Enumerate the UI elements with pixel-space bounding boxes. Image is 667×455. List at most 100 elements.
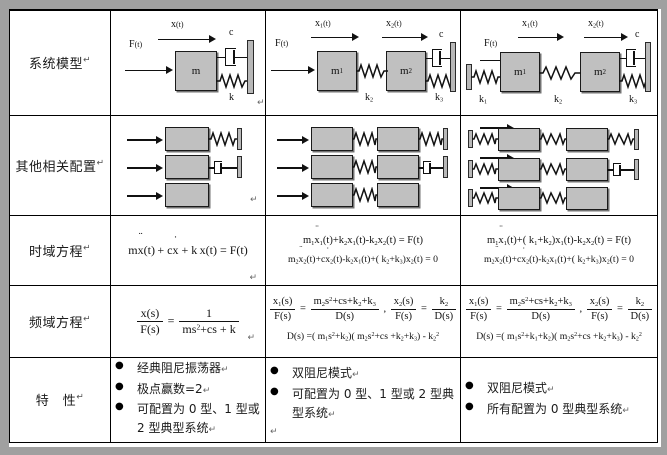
cr-mark: ↵ xyxy=(328,410,336,421)
window-frame-bottom xyxy=(0,447,667,455)
label-f-t: F(t) xyxy=(275,37,289,49)
cr-mark: ↵ xyxy=(250,195,258,205)
cr-mark: ↵ xyxy=(208,425,216,436)
label-k2: k2 xyxy=(365,91,374,104)
label-x2-t: x2(t) xyxy=(386,17,402,30)
spring-k xyxy=(216,72,250,90)
wall-a xyxy=(443,128,448,150)
list-item-text: 经典阻尼振荡器 xyxy=(137,361,222,376)
damper-rod-right-b xyxy=(220,167,237,169)
spring-a1 xyxy=(539,132,567,146)
x2-arrow-line xyxy=(382,36,422,39)
window-frame-left xyxy=(0,0,9,455)
window-frame-top xyxy=(0,0,667,9)
row-label-text: 系统模型 xyxy=(28,57,83,73)
force-arrow-line xyxy=(271,69,309,72)
x1-arrow-head xyxy=(352,33,359,42)
fraction-denominator: D(s) xyxy=(531,311,551,323)
arrow-line-c xyxy=(480,187,508,189)
list-item-text: 双阻尼模式 xyxy=(292,366,353,381)
cell-features-1dof: 经典阻尼振荡器↵ 极点赢数=2↵ 可配置为 0 型、1 型或 2 型典型系统↵ xyxy=(110,356,266,443)
cell-freq-eq-2dof-free: x1(s) F(s) = m2s2+cs+k2+k3 D(s) , x2(s) … xyxy=(265,284,461,358)
cr-mark: ↵ xyxy=(249,272,257,283)
arrow-line-c xyxy=(277,195,303,197)
displacement-arrow-line xyxy=(158,38,210,41)
list-item: 所有配置为 0 型典型系统↵ xyxy=(461,398,657,419)
equation-freq-2-transfers: x1(s) F(s) = m2s2+cs+k2+k3 D(s) , x2(s) … xyxy=(266,295,460,323)
fraction-x1-rhs: m2s2+cs+k2+k3 D(s) xyxy=(506,295,575,323)
cell-freq-eq-1dof: x(s) F(s) = 1 ms2+cs + k ↵ xyxy=(110,284,266,358)
equals-sign: = xyxy=(616,303,623,315)
list-item-text: 可配置为 0 型、1 型或 2 型典型系统 xyxy=(137,402,260,436)
cr-mark: ↵ xyxy=(82,243,92,254)
arrow-head-c xyxy=(156,191,163,200)
fraction-transfer: 1 ms2+cs + k xyxy=(179,306,239,337)
comparison-table: 系统模型↵ x(t) F(t) m c xyxy=(9,9,658,443)
mass-block-b xyxy=(165,155,209,179)
label-c: c xyxy=(229,26,234,38)
cr-mark: ↵ xyxy=(257,97,265,108)
fraction-numerator: x2(s) xyxy=(390,295,417,311)
equation-time-3-line2: m2x2(t)+cx2(t)-k2x1(t)+( k2+k3)x2(t) = 0 xyxy=(461,251,657,269)
damper-rod-right xyxy=(439,57,451,60)
fraction-denominator: F(s) xyxy=(395,311,412,323)
row-label-time-domain: 时域方程↵ xyxy=(9,214,111,286)
table-row: 时域方程↵ mx(t) + cx + k x(t) = F(t) ↵ m1x1(… xyxy=(9,214,658,286)
spring-c0 xyxy=(472,191,498,205)
cr-mark: ↵ xyxy=(96,158,105,169)
fraction-numerator: x(s) xyxy=(137,306,163,322)
spring-b1 xyxy=(539,162,567,176)
spring-b1 xyxy=(352,159,378,175)
cell-model-1dof: x(t) F(t) m c xyxy=(110,9,266,116)
equation-time-1: mx(t) + cx + k x(t) = F(t) xyxy=(111,239,265,262)
force-arrow-head xyxy=(166,66,173,75)
label-k2: k2 xyxy=(554,93,563,106)
table-row: 其他相关配置↵ xyxy=(9,114,658,216)
spring-a2 xyxy=(607,132,635,146)
cell-time-eq-2dof-free: m1x1(t)+k2x1(t)-k2x2(t) = F(t) m2x2(t)+c… xyxy=(265,214,461,286)
label-f-t: F(t) xyxy=(484,37,498,49)
label-k: k xyxy=(229,91,234,103)
fraction-numerator: x1(s) xyxy=(269,295,296,311)
fraction-denominator: F(s) xyxy=(591,311,608,323)
label-k1: k1 xyxy=(479,93,488,106)
cr-mark: ↵ xyxy=(247,332,255,343)
row-label-text: 时域方程 xyxy=(28,244,83,260)
mass-block-a xyxy=(165,127,209,151)
list-item-text: 可配置为 0 型、1 型或 2 型典型系统 xyxy=(292,386,454,421)
damper-rod-left-b xyxy=(418,167,425,169)
damper-rod-left-b xyxy=(607,169,615,171)
force-arrow-line xyxy=(480,59,518,62)
mass-block-b2 xyxy=(377,155,419,179)
mass-block-b2 xyxy=(566,158,608,181)
equals-sign: = xyxy=(420,303,427,315)
fraction-numerator: x1(s) xyxy=(465,295,492,311)
label-k3: k3 xyxy=(629,93,638,106)
list-item: 经典阻尼振荡器↵ xyxy=(111,358,265,378)
fraction-denominator: ms2+cs + k xyxy=(182,321,236,336)
mass-block-b1 xyxy=(311,155,353,179)
equation-freq-3-ds: D(s) =( m1s2+k1+k2)( m2s2+cs +k2+k3) - k… xyxy=(476,331,642,343)
arrow-head-a xyxy=(302,135,309,144)
fraction-x2-rhs: k2 D(s) xyxy=(431,295,457,323)
mass-block-m: m xyxy=(175,50,217,91)
row-label-text: 特 性 xyxy=(35,394,77,409)
cell-config-2dof-grounded xyxy=(460,114,658,216)
window-frame-right xyxy=(661,0,667,455)
fraction-denominator: F(s) xyxy=(274,311,292,323)
cr-mark: ↵ xyxy=(352,370,360,381)
cr-mark: ↵ xyxy=(82,55,92,66)
fraction-x1s-fs: x1(s) F(s) xyxy=(269,295,296,323)
wall-right-a xyxy=(634,129,639,150)
arrow-line-a xyxy=(480,127,508,129)
arrow-head-a xyxy=(507,123,514,132)
config-diagram-2dof-free xyxy=(267,117,459,213)
ground-wall-right xyxy=(645,41,651,92)
comma-separator: , xyxy=(383,303,387,315)
label-x2-t: x2(t) xyxy=(588,17,604,30)
